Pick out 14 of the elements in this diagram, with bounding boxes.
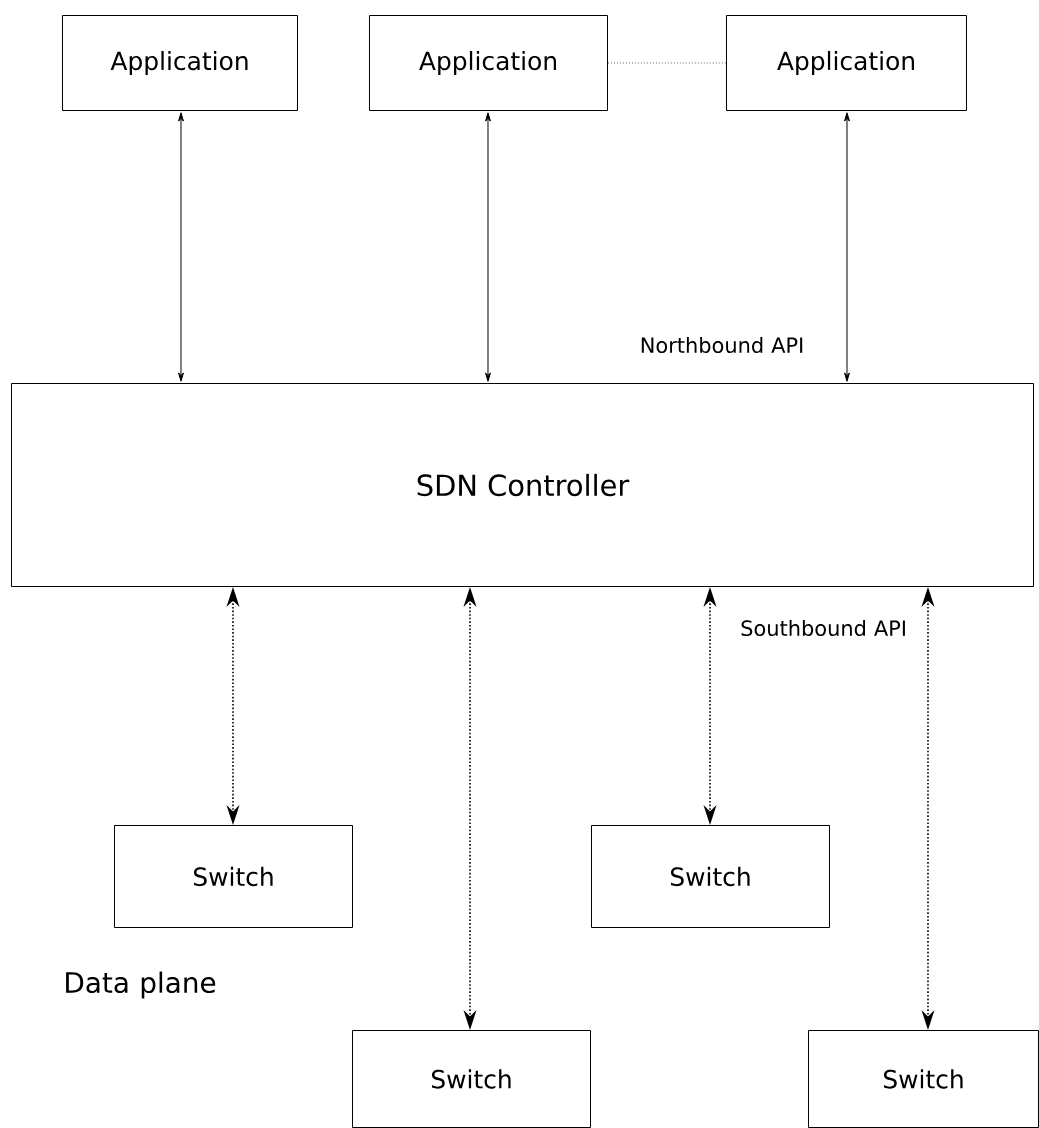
process-box: Application [726, 15, 967, 111]
arrow [485, 112, 491, 382]
arrow [178, 112, 184, 382]
process-box: Switch [352, 1030, 591, 1128]
annotation-text: Southbound API [741, 619, 905, 637]
process-box: Switch [114, 825, 353, 928]
arrow [844, 112, 850, 382]
process-box: Switch [591, 825, 830, 928]
process-box: SDN Controller [11, 383, 1034, 587]
process-box: Application [62, 15, 298, 111]
annotation-text: Data plane [66, 971, 216, 999]
process-box: Application [369, 15, 608, 111]
annotation-text: Northbound API [641, 336, 803, 354]
process-box: Switch [808, 1030, 1039, 1128]
